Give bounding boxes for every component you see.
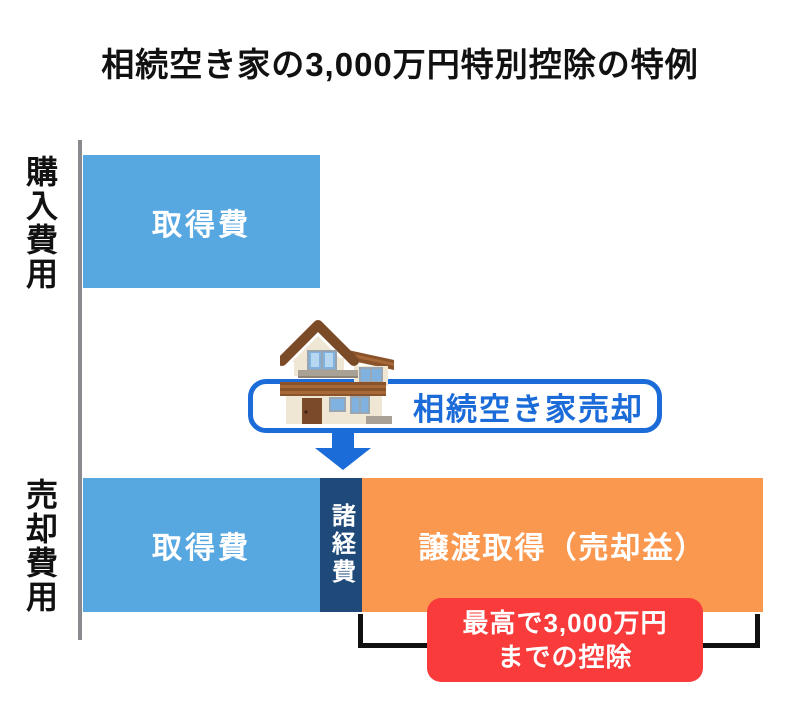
down-arrow-icon: [315, 430, 371, 470]
bracket-left-tick: [358, 614, 363, 648]
deduction-badge-line1: 最高で3,000万円: [462, 608, 668, 638]
sale-axis-label: 売却費用: [22, 478, 58, 614]
sale-segment-expenses: 諸経費: [320, 478, 362, 612]
sale-segment-capital-gain: 譲渡取得（売却益）: [362, 478, 763, 612]
deduction-badge-line2: までの控除: [497, 642, 633, 672]
vertical-axis-line: [78, 140, 82, 640]
deduction-badge: 最高で3,000万円 までの控除: [427, 598, 703, 682]
bracket-right-tick: [755, 614, 760, 648]
sale-segment-expenses-label: 諸経費: [327, 503, 355, 587]
page-title: 相続空き家の3,000万円特別控除の特例: [101, 46, 699, 83]
sale-event-label: 相続空き家売却: [413, 391, 644, 427]
sale-segment-capital-gain-label: 譲渡取得（売却益）: [418, 532, 707, 565]
purchase-axis-label: 購入費用: [22, 155, 58, 291]
sale-segment-acquisition-label: 取得費: [152, 532, 251, 565]
sale-segment-acquisition-cost: 取得費: [83, 478, 320, 612]
house-icon: [280, 320, 394, 424]
purchase-acquisition-cost-bar: 取得費: [83, 155, 320, 288]
purchase-acquisition-cost-label: 取得費: [152, 208, 251, 242]
